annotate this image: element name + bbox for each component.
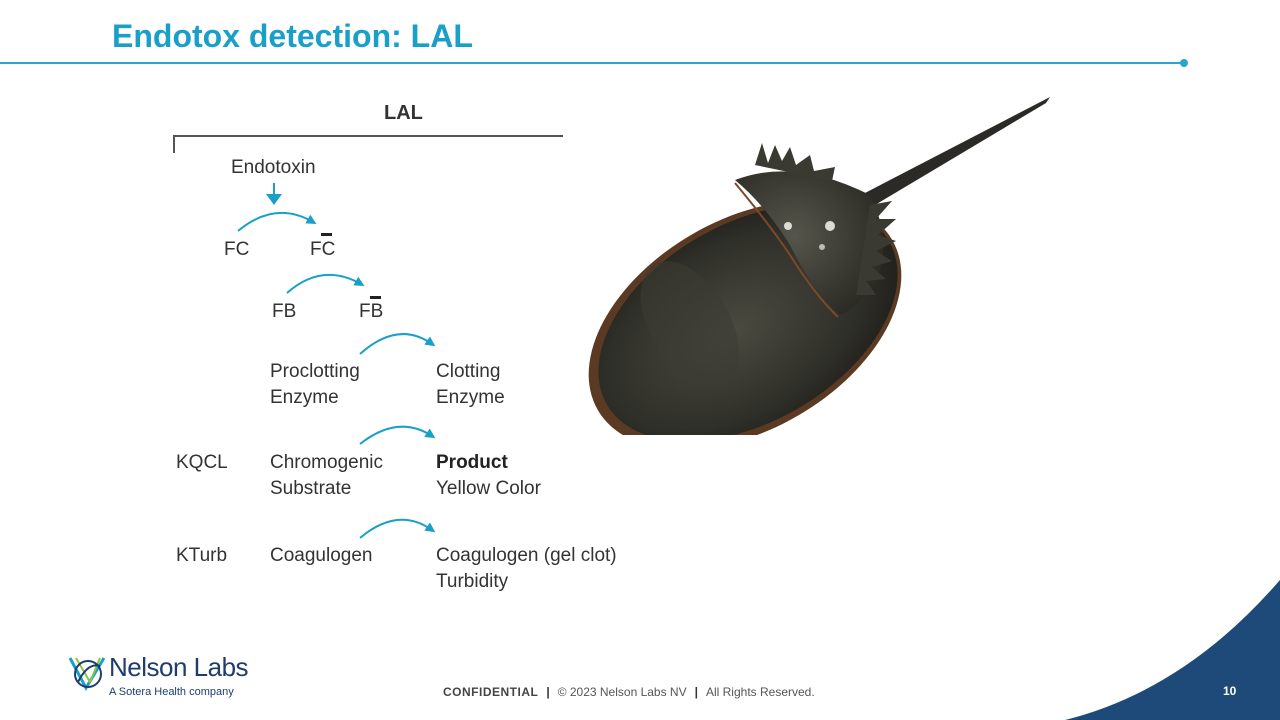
title-divider-dot bbox=[1180, 59, 1188, 67]
fc-active-bar bbox=[321, 233, 332, 236]
footer: CONFIDENTIAL | © 2023 Nelson Labs NV | All R… bbox=[443, 685, 815, 699]
coagulogen-out-line2: Turbidity bbox=[436, 571, 509, 592]
footer-separator: | bbox=[546, 685, 550, 699]
fb-label: FB bbox=[272, 301, 297, 322]
kturb-label: KTurb bbox=[176, 545, 228, 566]
slide-title: Endotox detection: LAL bbox=[112, 18, 473, 54]
footer-confidential: CONFIDENTIAL bbox=[443, 685, 539, 699]
fb-active-bar bbox=[370, 296, 381, 299]
endotoxin-label: Endotoxin bbox=[231, 157, 316, 178]
nelson-labs-logo-icon bbox=[68, 657, 106, 692]
chromogenic-line2: Substrate bbox=[270, 478, 352, 499]
product-line1: Product bbox=[436, 452, 508, 473]
lal-header: LAL bbox=[384, 102, 423, 124]
page-number: 10 bbox=[1223, 684, 1237, 698]
fc-active-label: FC bbox=[310, 239, 336, 260]
logo-tagline: A Sotera Health company bbox=[109, 686, 234, 698]
footer-separator-2: | bbox=[694, 685, 698, 699]
product-line2: Yellow Color bbox=[436, 478, 541, 499]
coagulogen-label: Coagulogen bbox=[270, 545, 373, 566]
fb-active-label: FB bbox=[359, 301, 384, 322]
lal-bracket bbox=[173, 135, 563, 153]
clotting-line1: Clotting bbox=[436, 361, 501, 382]
chromogenic-line1: Chromogenic bbox=[270, 452, 383, 473]
horseshoe-crab-image bbox=[588, 97, 1050, 435]
kqcl-label: KQCL bbox=[176, 452, 228, 473]
coagulogen-out-line1: Coagulogen (gel clot) bbox=[436, 545, 617, 566]
proclotting-line1: Proclotting bbox=[270, 361, 360, 382]
title-divider bbox=[0, 62, 1184, 64]
footer-copyright: © 2023 Nelson Labs NV bbox=[557, 685, 687, 699]
coagulogen-arrow bbox=[359, 518, 436, 539]
endotoxin-arrowhead bbox=[266, 194, 282, 205]
proclotting-arrow bbox=[359, 333, 436, 355]
clotting-line2: Enzyme bbox=[436, 387, 505, 408]
chromogenic-arrow bbox=[359, 425, 436, 445]
footer-rights: All Rights Reserved. bbox=[705, 685, 815, 699]
proclotting-line2: Enzyme bbox=[270, 387, 339, 408]
fb-arrow bbox=[286, 273, 365, 294]
corner-decoration bbox=[1065, 580, 1280, 720]
fc-label: FC bbox=[224, 239, 250, 260]
fc-arrow bbox=[237, 211, 317, 232]
logo-name: Nelson Labs bbox=[109, 652, 249, 682]
